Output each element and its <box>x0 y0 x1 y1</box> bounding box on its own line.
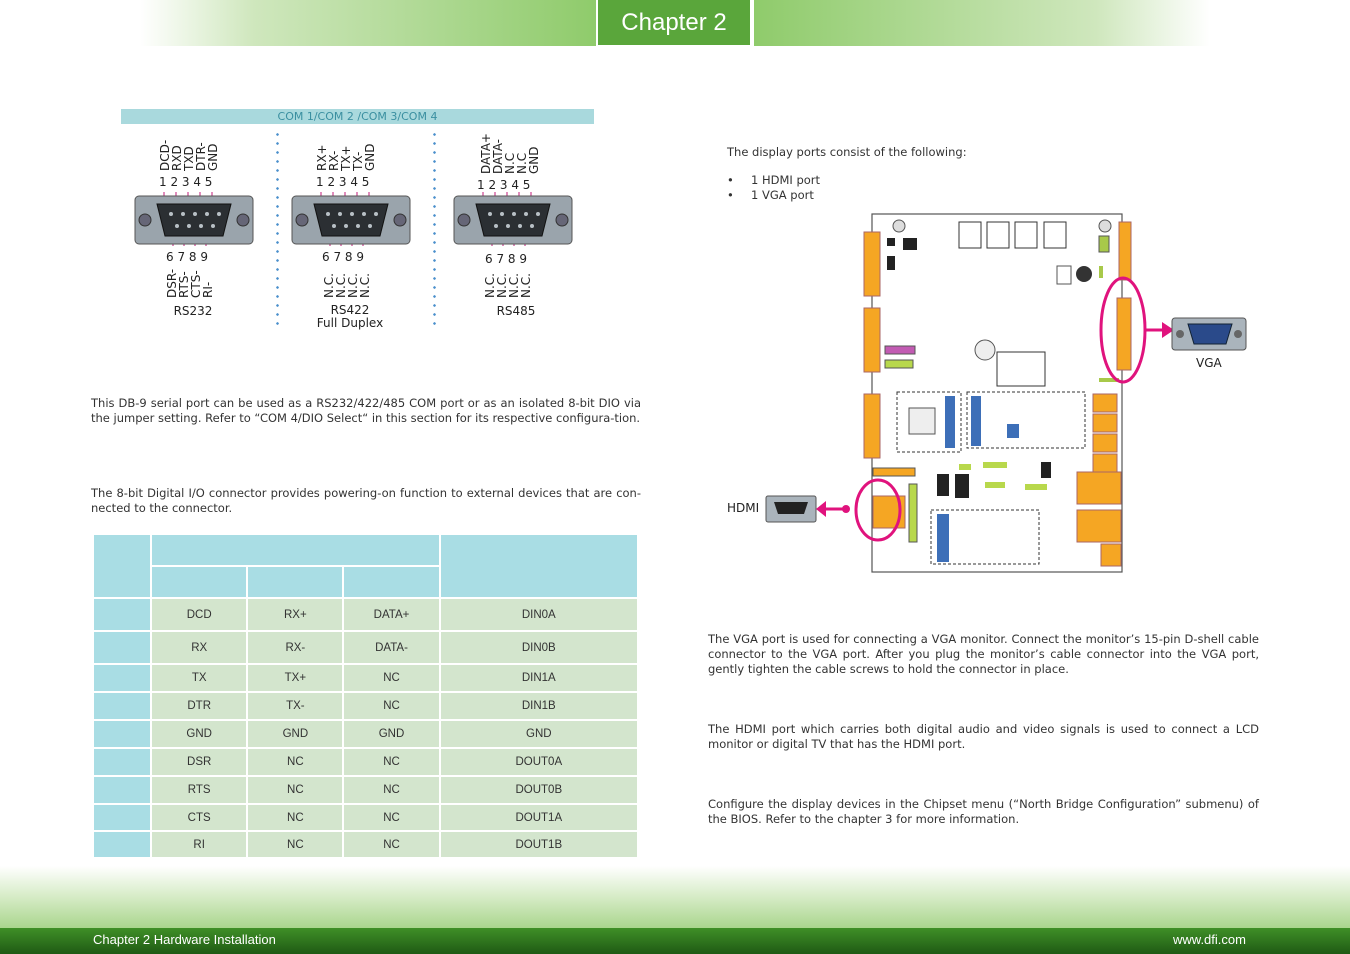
footer-bar <box>0 928 1350 954</box>
motherboard-diagram <box>863 213 1132 573</box>
connector-rs422: RX+RX-TX+TX-GND 1 2 3 4 5 6 7 8 9 N.C.N.… <box>290 138 420 333</box>
header-band-left <box>140 0 596 46</box>
rs422-bottom-pins: 6 7 8 9 <box>322 250 364 264</box>
list-item: 1 HDMI port <box>727 173 820 188</box>
rs422-top-signals: RX+RX-TX+TX-GND <box>315 143 377 171</box>
rs232-label: RS232 <box>173 304 213 318</box>
rs232-bottom-pins: 6 7 8 9 <box>166 250 208 264</box>
hdmi-description: The HDMI port which carries both digital… <box>708 722 1259 751</box>
separator-dots <box>433 130 436 330</box>
footer-website[interactable]: www.dfi.com <box>1173 932 1246 947</box>
com-header-label: COM 1/COM 2 /COM 3/COM 4 <box>277 110 438 123</box>
table-header-cell <box>248 567 343 597</box>
vga-description: The VGA port is used for connecting a VG… <box>708 632 1259 676</box>
db9-connector-icon <box>134 192 254 246</box>
rs422-top-pins: 1 2 3 4 5 <box>316 175 370 189</box>
footer-band <box>0 866 1350 930</box>
com-header: COM 1/COM 2 /COM 3/COM 4 <box>121 109 594 124</box>
table-header-cell <box>152 567 247 597</box>
rs485-bottom-signals: N.C.N.C.N.C.N.C. <box>483 273 533 298</box>
dio-description: The 8-bit Digital I/O connector provides… <box>91 486 641 515</box>
list-item: 1 VGA port <box>727 188 820 203</box>
table-header-cell <box>94 535 151 597</box>
vga-label: VGA <box>1196 356 1222 370</box>
com-description: This DB-9 serial port can be used as a R… <box>91 396 641 425</box>
footer-chapter: Chapter 2 Hardware Installation <box>93 932 276 947</box>
vga-highlight <box>1099 276 1247 384</box>
chapter-tab: Chapter 2 <box>598 0 750 45</box>
config-description: Configure the display devices in the Chi… <box>708 797 1259 826</box>
db9-connector-icon <box>291 192 411 246</box>
rs485-label: RS485 <box>496 304 536 318</box>
table-header-cell <box>440 535 637 597</box>
header-band-right <box>754 0 1210 46</box>
display-port-list: 1 HDMI port 1 VGA port <box>727 173 820 203</box>
table-header-cell <box>344 567 439 597</box>
hdmi-highlight <box>765 478 902 542</box>
db9-connector-icon <box>453 192 573 246</box>
rs485-top-pins: 1 2 3 4 5 <box>477 178 531 192</box>
display-intro: The display ports consist of the followi… <box>727 145 967 159</box>
separator-dots <box>276 130 279 330</box>
rs232-bottom-signals: DSR-RTS-CTS-RI- <box>165 268 215 298</box>
rs485-bottom-pins: 6 7 8 9 <box>485 252 527 266</box>
table-header-cell <box>152 535 439 565</box>
rs422-bottom-signals: N.C.N.C.N.C.N.C. <box>322 273 372 298</box>
rs232-top-pins: 1 2 3 4 5 <box>159 175 213 189</box>
hdmi-label: HDMI <box>727 501 760 515</box>
